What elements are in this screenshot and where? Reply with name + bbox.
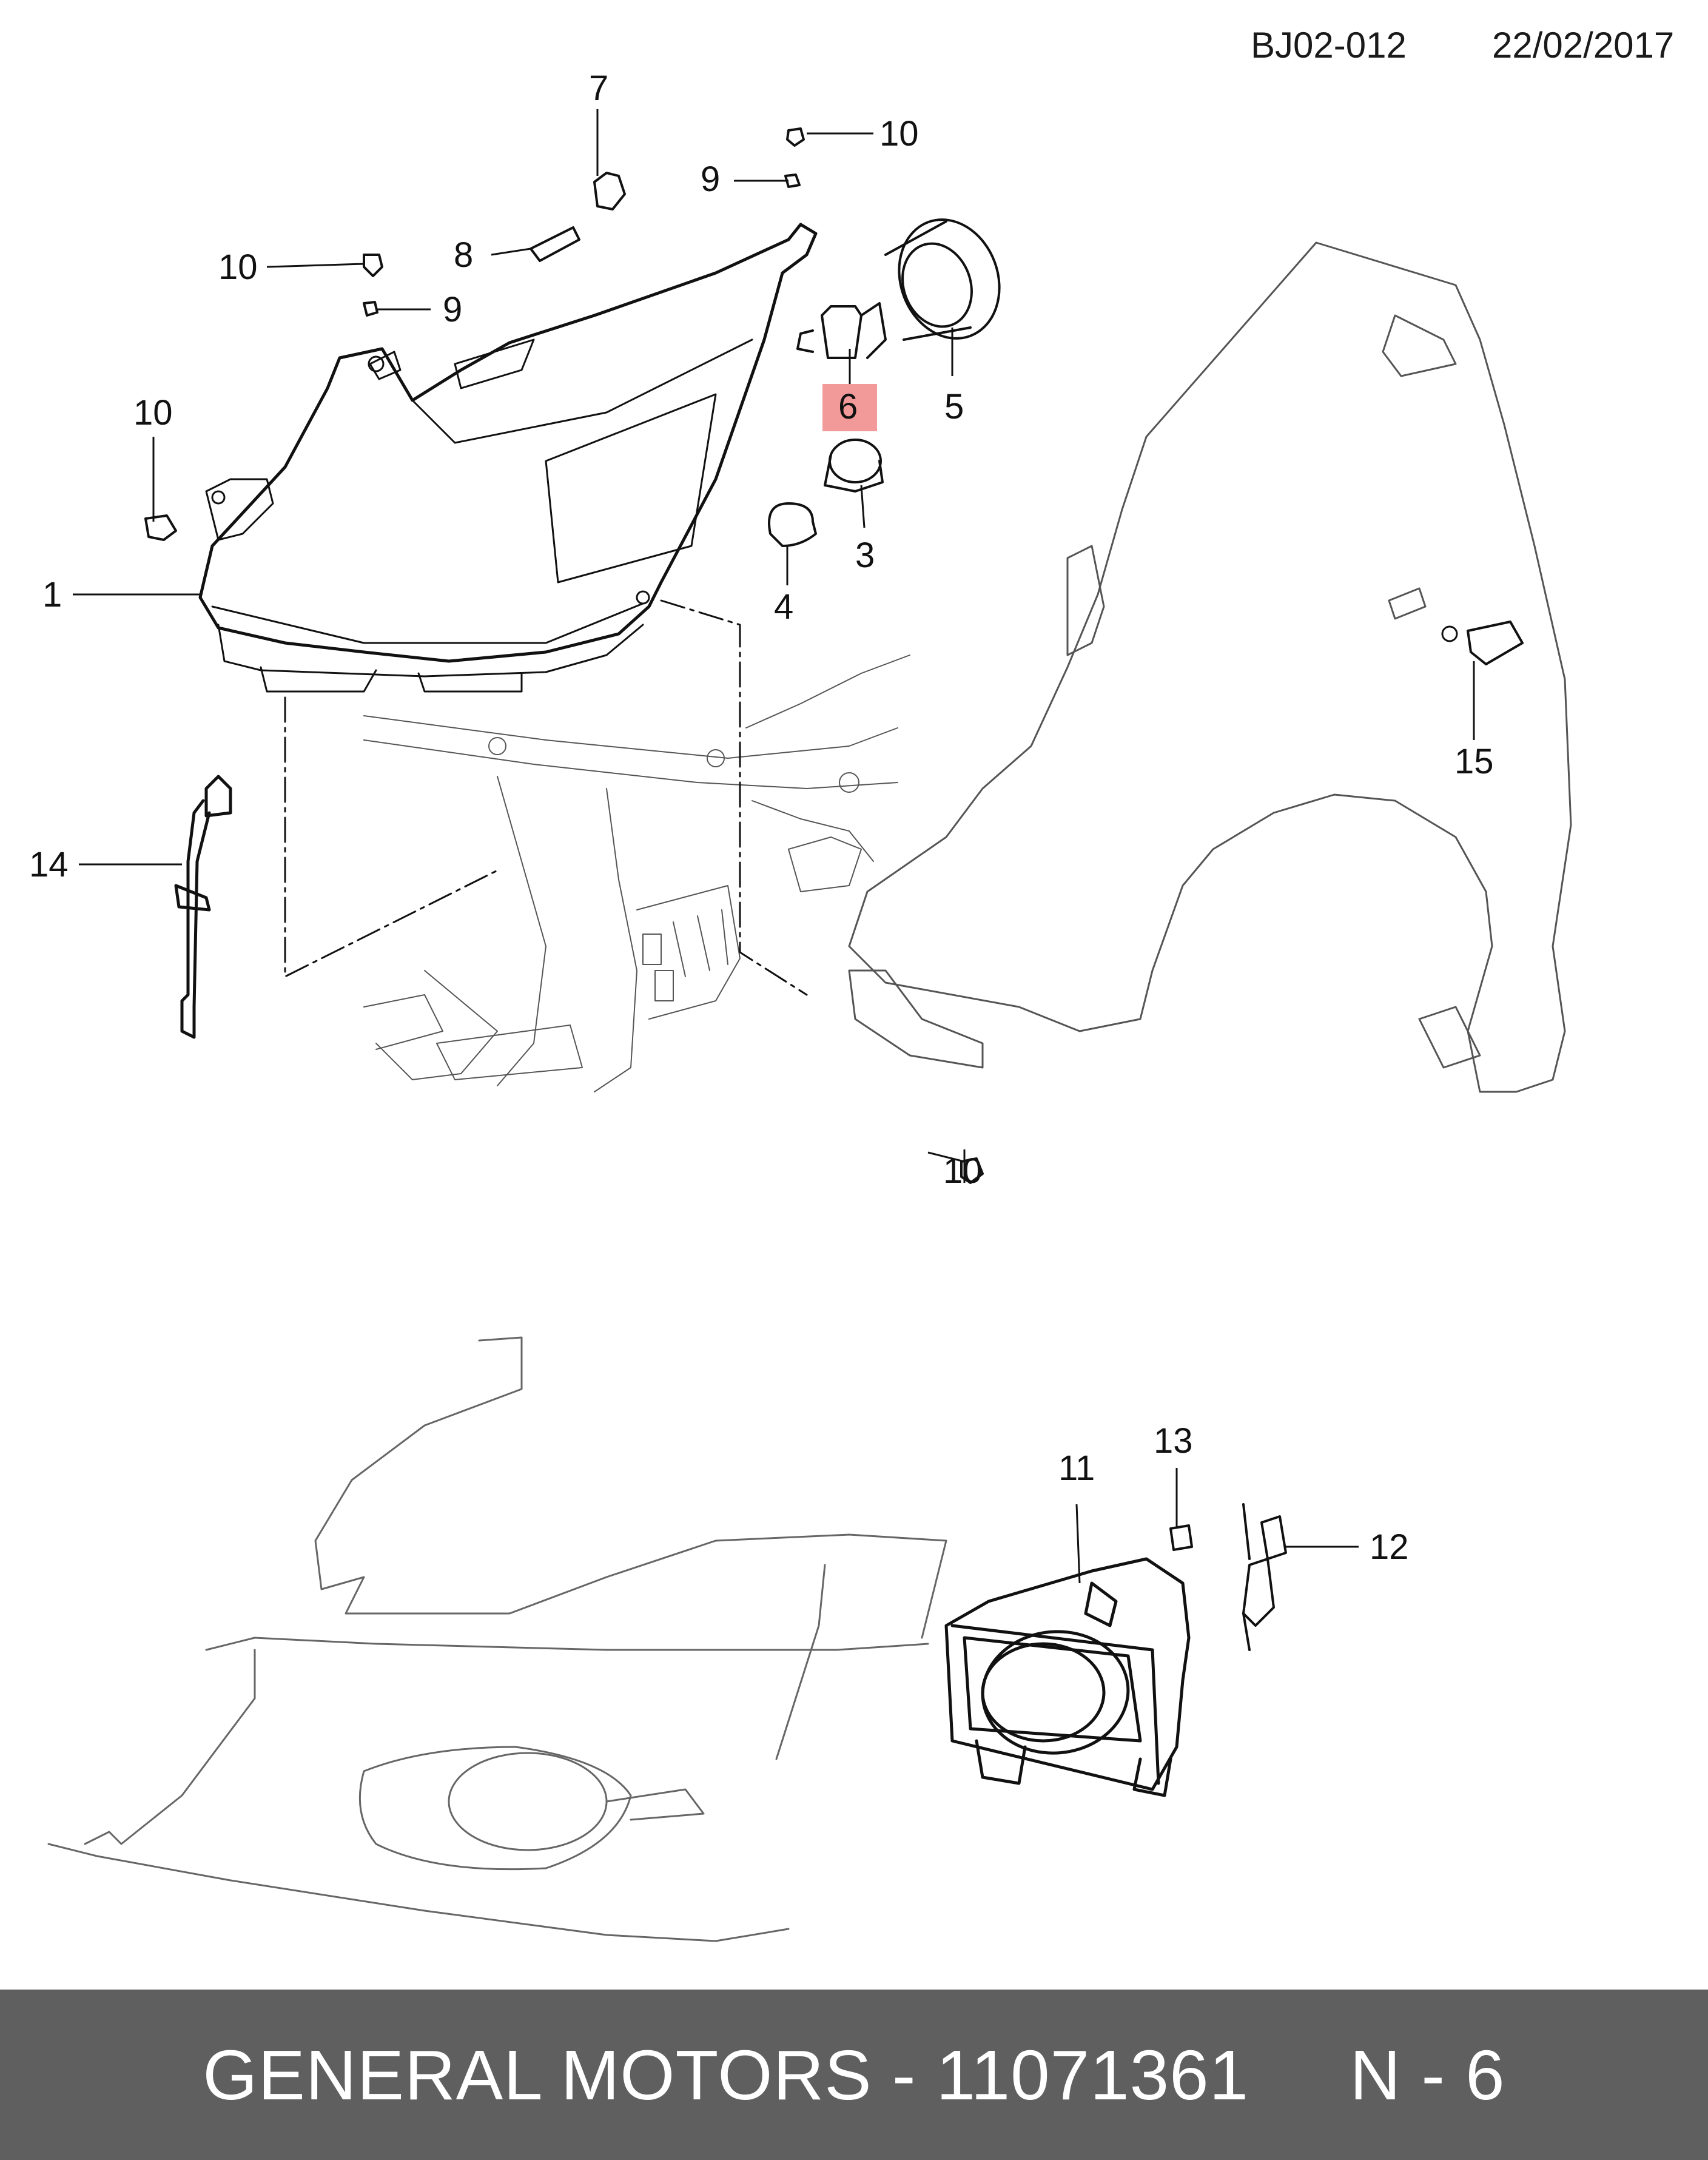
callout-10a: 10 [879,114,919,153]
fog-lamp-assembly [944,1557,1191,1797]
callout-numbers: 1 3 4 5 6 7 8 9 9 10 10 10 10 11 12 13 1… [29,69,1494,1567]
front-structure [363,654,910,1092]
footer-bar: GENERAL MOTORS - 11071361 N - 6 [0,1990,1708,2160]
wire-harness [174,775,232,1039]
callout-7: 7 [589,69,608,108]
highlight-box [822,384,877,431]
parts-diagram: 1 3 4 5 6 7 8 9 9 10 10 10 10 11 12 13 1… [29,69,1572,1942]
callout-leaders [73,109,1475,1584]
headlamp-assembly [198,223,818,693]
leader-lines [284,599,808,996]
dust-cover [884,218,1001,341]
callout-9a: 9 [701,160,720,199]
document-code: BJ02-012 [1251,25,1407,66]
callout-13: 13 [1154,1421,1193,1461]
callout-14: 14 [29,845,69,884]
front-fender [848,241,1572,1093]
document-date: 22/02/2017 [1492,25,1675,66]
callout-15: 15 [1454,742,1494,781]
turn-signal-bulb [768,502,817,547]
callout-10b: 10 [218,247,258,287]
front-bumper [47,1336,947,1942]
callout-1: 1 [42,575,62,614]
callout-10d: 10 [943,1151,983,1191]
callout-6: 6 [838,387,858,426]
callout-12: 12 [1370,1527,1409,1567]
callout-9b: 9 [443,290,462,329]
turn-signal-socket [824,439,884,493]
callout-4: 4 [774,587,793,627]
callout-10c: 10 [133,393,173,432]
screw-fasteners [144,127,984,1184]
callout-11: 11 [1058,1448,1095,1488]
callout-5: 5 [944,387,964,426]
fog-lamp-bulb [1242,1503,1287,1651]
part-number-caption: GENERAL MOTORS - 11071361 N - 6 [203,2035,1505,2115]
side-marker-lamp [1441,621,1524,665]
headlamp-bulb [796,302,887,359]
retaining-clip [1169,1524,1193,1551]
callout-8: 8 [454,235,473,275]
callout-3: 3 [855,536,875,575]
